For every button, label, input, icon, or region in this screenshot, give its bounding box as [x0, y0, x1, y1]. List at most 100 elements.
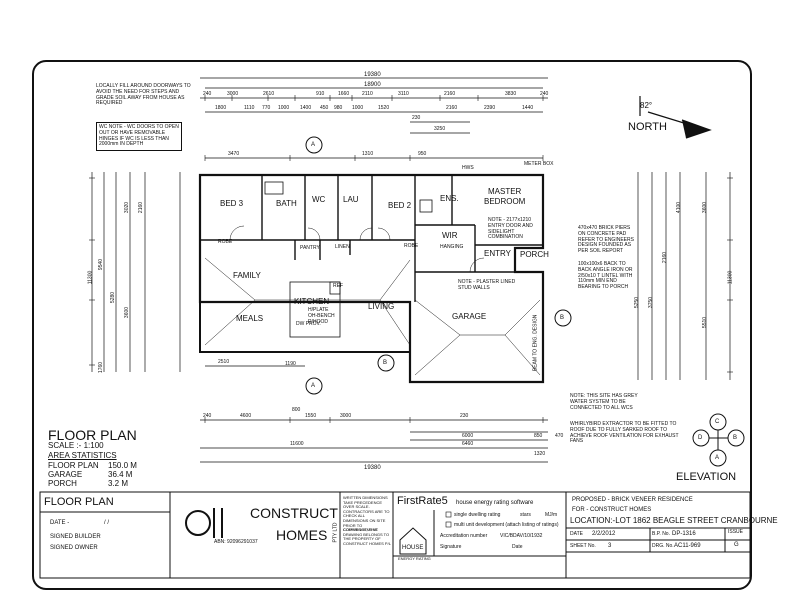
- dim-label: 470: [555, 433, 564, 439]
- dw-label: DW PROV.: [296, 321, 321, 327]
- dim-label: 11600: [290, 441, 304, 447]
- mj-label: MJ/m: [545, 512, 558, 518]
- bench-label: OH-BENCH: [308, 313, 335, 319]
- house-badge: HOUSE: [402, 545, 424, 551]
- dim-sub-top: 18900: [364, 82, 381, 88]
- bp-value: DP-1316: [672, 531, 696, 537]
- room-wir: WIR: [442, 231, 458, 240]
- multi-unit: multi unit development (attach listing o…: [454, 522, 559, 528]
- for-line: FOR - CONSTRUCT HOMES: [572, 507, 652, 513]
- copyright-note: COPYRIGHT, THIS DRAWING BELONGS TO THE P…: [343, 527, 391, 546]
- dim-label: 3470: [228, 151, 240, 157]
- tb-signed-builder: SIGNED BUILDER: [50, 534, 101, 540]
- bp-label: B.P. No.: [652, 531, 670, 537]
- dim-label: 3020: [124, 201, 131, 214]
- dim-label: 3600: [124, 306, 131, 319]
- section-marker-b-left: B: [383, 360, 388, 366]
- tb-date-label: DATE -: [50, 520, 70, 526]
- area-stats-heading: AREA STATISTICS: [48, 451, 117, 460]
- date-field-value: 2/2/2012: [592, 531, 616, 537]
- room-bath: BATH: [276, 199, 297, 208]
- tb-plan-title: FLOOR PLAN: [44, 496, 114, 508]
- room-master-line2: BEDROOM: [484, 197, 526, 206]
- dim-label: 3110: [398, 91, 409, 97]
- dim-label: 1110: [244, 105, 255, 111]
- dim-label: 980: [334, 105, 343, 111]
- dim-label: 5250: [634, 296, 641, 309]
- plaster-note: NOTE - PLASTER LINED STUD WALLS: [458, 279, 516, 291]
- proposed-line: PROPOSED - BRICK VENEER RESIDENCE: [572, 497, 693, 503]
- location-line: LOCATION:-LOT 1862 BEAGLE STREET CRANBOU…: [570, 516, 778, 525]
- room-bed2: BED 2: [388, 201, 412, 210]
- room-garage: GARAGE: [452, 312, 487, 321]
- dim-label: 2160: [662, 251, 669, 264]
- dim-label: 3600: [702, 201, 709, 214]
- internal-walls: [200, 175, 543, 302]
- wc-note: WC NOTE - WC DOORS TO OPEN OUT OR HAVE R…: [96, 122, 182, 151]
- dim-label: 850: [534, 433, 543, 439]
- room-porch: PORCH: [520, 250, 549, 259]
- room-ensuite: ENS.: [440, 194, 459, 203]
- stat-label: PORCH: [48, 479, 77, 488]
- dim-label: 770: [262, 105, 271, 111]
- dim-label: 6460: [462, 441, 474, 447]
- room-family: FAMILY: [233, 271, 261, 280]
- dim-label: 1320: [534, 451, 546, 457]
- firstrate-subtitle: house energy rating software: [456, 500, 534, 506]
- house-badge-sub: ENERGY RATING: [398, 556, 431, 561]
- dim-label: 1400: [300, 105, 312, 111]
- room-master-line1: MASTER: [488, 187, 522, 196]
- north-label: NORTH: [628, 121, 667, 133]
- dim-label: 240: [203, 91, 212, 97]
- dim-label: 5280: [110, 291, 117, 304]
- dim-label: 3000: [227, 91, 239, 97]
- stat-label: GARAGE: [48, 470, 83, 479]
- lintel-note: 100x100x6 BACK TO BACK ANGLE IRON OR 2/5…: [578, 261, 633, 290]
- elevation-label: ELEVATION: [676, 471, 737, 483]
- dim-label: 1660: [338, 91, 350, 97]
- fridge-label: REF: [333, 283, 343, 289]
- company-abn: ABN: 92096291037: [214, 539, 258, 545]
- dim-label: 450: [320, 105, 329, 111]
- single-dwelling: single dwelling rating: [454, 512, 501, 518]
- section-marker-b-right: B: [560, 315, 565, 321]
- beam-note: BEAM TO ENG. DESIGN: [532, 314, 539, 372]
- linen-label: LINEN: [335, 244, 350, 250]
- dim-label: 2510: [218, 359, 230, 365]
- elevation-b: B: [733, 435, 738, 441]
- company-name-2: HOMES: [276, 527, 328, 543]
- dim-label: 2160: [138, 201, 145, 214]
- room-laundry: LAU: [343, 195, 359, 204]
- accreditation-label: Accreditation number: [440, 533, 488, 539]
- dim-label: 1550: [305, 413, 317, 419]
- dim-label: 2610: [263, 91, 275, 97]
- tb-date-value: / /: [104, 520, 110, 526]
- scale-disclaimer: WRITTEN DIMENSIONS TAKE PRECEDENCE OVER …: [343, 495, 390, 533]
- north-arrow-icon: [639, 96, 712, 139]
- entry-door-note: NOTE - 2177x1210 ENTRY DOOR AND SIDELIGH…: [488, 217, 533, 241]
- stat-value: 36.4 M: [108, 470, 133, 479]
- dim-label: 1000: [278, 105, 290, 111]
- dim-label: 4100: [676, 201, 683, 214]
- dim-label: 1310: [362, 151, 374, 157]
- dim-label: 1190: [285, 361, 296, 367]
- dim-label: 3830: [505, 91, 517, 97]
- dim-label: 800: [292, 407, 301, 413]
- company-name-1: CONSTRUCT: [250, 505, 338, 521]
- dim-label: 2160: [444, 91, 456, 97]
- elevation-a: A: [715, 455, 720, 461]
- pier-note: 470x470 BRICK PIERS ON CONCRETE PAD REFE…: [578, 225, 634, 254]
- issue-value: G: [734, 542, 739, 548]
- dim-label: 240: [203, 413, 212, 419]
- dim-label: 3000: [340, 413, 352, 419]
- room-meals: MEALS: [236, 314, 264, 323]
- drg-label: DRG. No.: [652, 543, 674, 549]
- room-wc: WC: [312, 195, 326, 204]
- floor-plan-heading: FLOOR PLAN: [48, 427, 137, 443]
- company-pty: PTY LTD: [332, 522, 339, 543]
- room-bed3: BED 3: [220, 199, 244, 208]
- room-entry: ENTRY: [484, 249, 511, 258]
- firstrate-title: FirstRate5: [397, 495, 448, 507]
- dim-label: 11300: [727, 270, 734, 285]
